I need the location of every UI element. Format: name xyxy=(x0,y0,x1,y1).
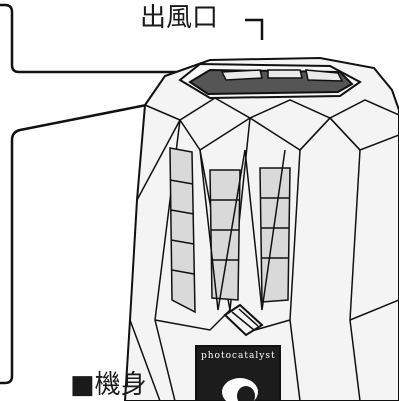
outlet-label-tick xyxy=(245,18,264,40)
outlet-callout-line xyxy=(0,3,250,74)
badge-text: photocatalyst xyxy=(201,351,276,361)
air-purifier-drawing xyxy=(123,56,399,401)
body-callout-line xyxy=(0,83,249,385)
outlet-label: 出風口 xyxy=(140,3,219,33)
body-label: ■機身 xyxy=(70,370,147,400)
base-emblem xyxy=(223,303,264,337)
